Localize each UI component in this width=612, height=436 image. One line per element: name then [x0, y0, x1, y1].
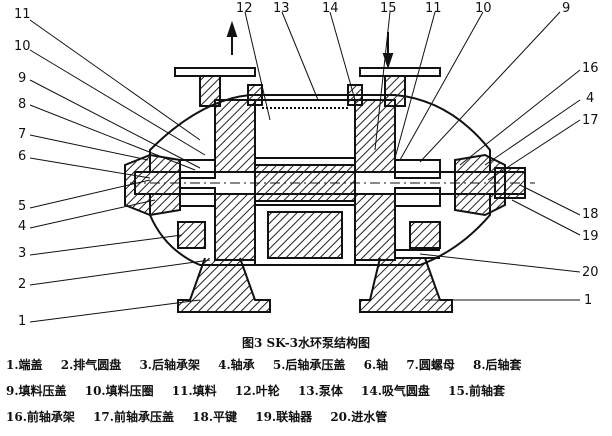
callout-9-top: 9	[562, 1, 570, 16]
top-ports	[174, 20, 441, 107]
callout-11-top: 11	[425, 1, 442, 16]
callout-5-left: 5	[18, 199, 26, 214]
legend-row-1: 1.端盖 2.排气圆盘 3.后轴承架 4.轴承 5.后轴承压盖 6.轴 7.圆螺…	[6, 356, 536, 373]
legend-item: 11.填料	[171, 384, 217, 398]
callout-2-left: 2	[18, 277, 26, 292]
pump-base	[177, 257, 453, 313]
callout-17-right: 17	[582, 113, 599, 128]
legend-item: 20.进水管	[330, 410, 388, 424]
pump-casing	[149, 94, 491, 266]
legend-item: 3.后轴承架	[139, 358, 200, 372]
legend-item: 6.轴	[363, 358, 389, 372]
callout-9-left: 9	[18, 71, 26, 86]
callouts-top: 12 13 14 15 11 10 9	[236, 1, 570, 16]
callout-14-top: 14	[322, 1, 339, 16]
callout-10-top: 10	[475, 1, 492, 16]
callouts-right: 16 4 17 18 19 20 1	[582, 61, 599, 308]
legend-item: 14.吸气圆盘	[361, 384, 430, 398]
leader-lines	[29, 11, 581, 323]
callout-19-right: 19	[582, 229, 599, 244]
callout-1-right: 1	[584, 293, 592, 308]
legend-item: 17.前轴承压盖	[93, 410, 174, 424]
legend-row-3: 16.前轴承架 17.前轴承压盖 18.平键 19.联轴器 20.进水管	[6, 408, 401, 425]
callout-20-right: 20	[582, 265, 599, 280]
inlet-pipe	[395, 249, 440, 259]
legend-item: 15.前轴套	[448, 384, 505, 398]
bearing-housings	[124, 153, 506, 249]
legend-item: 5.后轴承压盖	[272, 358, 346, 372]
legend-item: 4.轴承	[218, 358, 255, 372]
callout-1-left: 1	[18, 314, 26, 329]
callout-3-left: 3	[18, 246, 26, 261]
callout-8-left: 8	[18, 97, 26, 112]
callout-11-left: 11	[14, 7, 31, 22]
callouts-left: 11 10 9 8 7 6 5 4 3 2 1	[14, 7, 31, 329]
legend-item: 1.端盖	[6, 358, 43, 372]
legend-item: 10.填料压圈	[84, 384, 154, 398]
callout-6-left: 6	[18, 149, 26, 164]
callout-18-right: 18	[582, 207, 599, 222]
callout-4-left: 4	[18, 219, 26, 234]
legend-item: 18.平键	[192, 410, 238, 424]
callout-7-left: 7	[18, 127, 26, 142]
legend-item: 12.叶轮	[234, 384, 280, 398]
legend-item: 2.排气圆盘	[60, 358, 122, 372]
callout-12-top: 12	[236, 1, 253, 16]
legend-item: 16.前轴承架	[6, 410, 75, 424]
callout-15-top: 15	[380, 1, 397, 16]
legend-item: 13.泵体	[297, 384, 343, 398]
callout-13-top: 13	[273, 1, 290, 16]
legend-item: 8.后轴套	[473, 358, 522, 372]
callout-16-right: 16	[582, 61, 599, 76]
callout-10-left: 10	[14, 39, 31, 54]
legend-item: 19.联轴器	[255, 410, 313, 424]
legend-item: 9.填料压盖	[6, 384, 67, 398]
figure-caption: 图3 SK-3水环泵结构图	[241, 336, 371, 350]
pump-cross-section-diagram: 11 10 9 8 7 6 5 4 3 2 1 12 13 14 15 11 1…	[14, 1, 599, 329]
legend-item: 7.圆螺母	[406, 358, 455, 372]
callout-4-right: 4	[586, 91, 594, 106]
legend-row-2: 9.填料压盖 10.填料压圈 11.填料 12.叶轮 13.泵体 14.吸气圆盘…	[6, 382, 519, 399]
